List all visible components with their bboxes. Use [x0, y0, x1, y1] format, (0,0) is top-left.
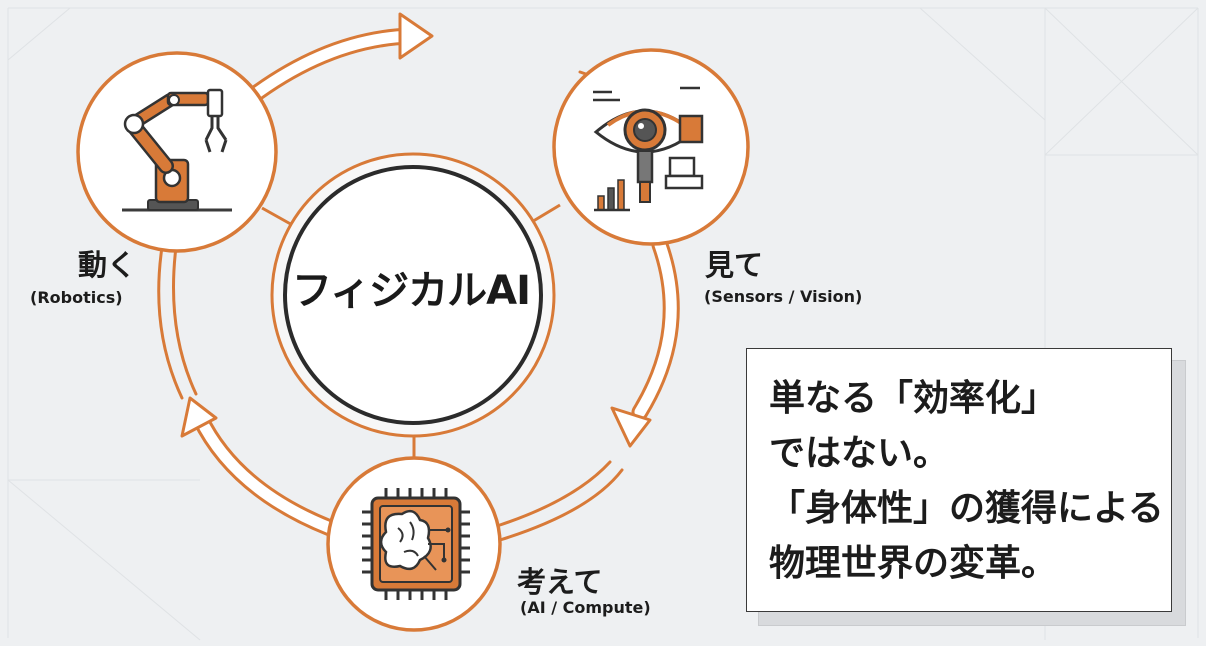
eye-sensor-icon	[593, 86, 704, 212]
robotics-sublabel: (Robotics)	[30, 288, 123, 307]
vision-node	[552, 48, 750, 246]
message-line-4: 物理世界の変革。	[769, 543, 1058, 584]
message-line-3: 「身体性」の獲得による	[769, 488, 1164, 529]
brain-chip-icon	[362, 488, 470, 600]
compute-label: 考えて	[517, 565, 603, 599]
message-box: 単なる「効率化」 ではない。 「身体性」の獲得による 物理世界の変革。	[746, 348, 1172, 612]
arrowhead-top	[398, 12, 434, 60]
arrow-robotics-to-vision	[241, 27, 421, 107]
robotics-node	[76, 51, 278, 253]
message-line-2: ではない。	[769, 433, 950, 474]
arrow-heads	[180, 12, 652, 448]
arrowhead-left	[180, 396, 218, 438]
vision-sublabel: (Sensors / Vision)	[704, 287, 863, 306]
arrow-compute-to-robotics	[191, 409, 339, 537]
robot-arm-icon	[122, 88, 232, 212]
cycle-arrows	[157, 27, 680, 542]
compute-node	[326, 456, 502, 632]
compute-sublabel: (AI / Compute)	[520, 598, 651, 617]
center-title: フィジカルAI	[291, 268, 531, 314]
robotics-label: 動く	[78, 248, 137, 282]
center-node	[270, 152, 556, 438]
arrowhead-right	[610, 406, 652, 448]
vision-label: 見て	[705, 248, 764, 282]
message-line-1: 単なる「効率化」	[769, 378, 1058, 419]
background-grid	[7, 7, 1199, 641]
